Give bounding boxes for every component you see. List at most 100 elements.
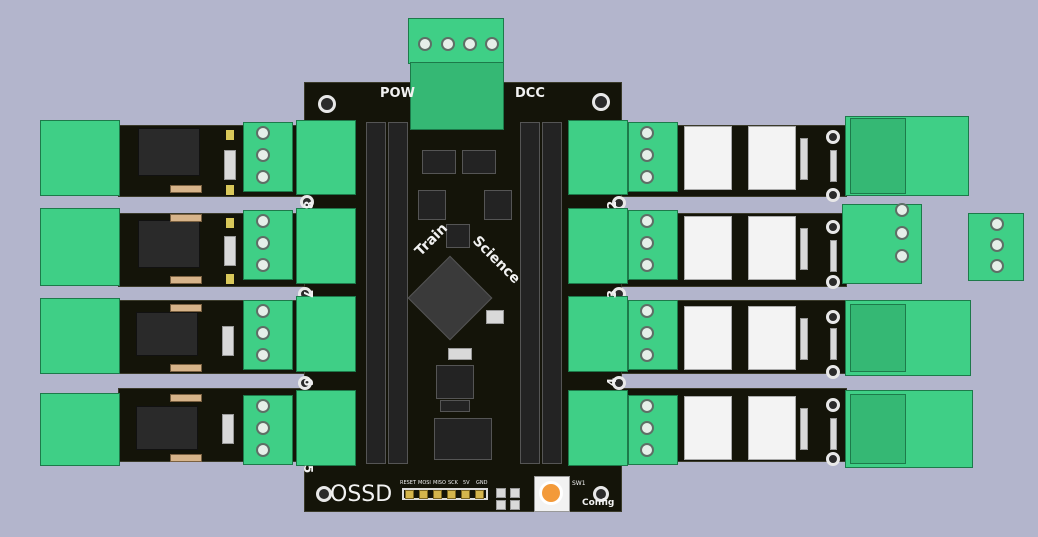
driver-ic	[520, 122, 540, 464]
pad	[226, 218, 234, 228]
sw-label: SW1	[572, 480, 586, 487]
screw-icon	[990, 259, 1004, 273]
screw-icon	[256, 421, 270, 435]
config-button[interactable]	[539, 481, 563, 505]
screw-icon	[640, 214, 654, 228]
left-connector-3	[40, 298, 120, 374]
config-label: Config	[582, 498, 615, 508]
header-pin	[419, 490, 428, 499]
right-connector-1-block	[850, 118, 906, 194]
channel-connector-right-2	[568, 208, 628, 284]
screw-icon	[256, 399, 270, 413]
resistor	[800, 228, 808, 270]
mounting-hole	[826, 310, 840, 324]
screw-icon	[463, 37, 477, 51]
screw-icon	[256, 214, 270, 228]
channel-connector-left-3	[296, 296, 356, 372]
channel-connector-right-4	[568, 390, 628, 466]
optocoupler	[684, 396, 732, 460]
resistor	[800, 318, 808, 360]
mounting-hole	[826, 188, 840, 202]
resistor	[170, 364, 202, 372]
led	[510, 500, 520, 510]
resistor	[170, 394, 202, 402]
mounting-hole	[826, 452, 840, 466]
mounting-hole	[826, 275, 840, 289]
screw-icon	[895, 203, 909, 217]
screw-icon	[485, 37, 499, 51]
resistor	[170, 304, 202, 312]
relay	[138, 220, 200, 268]
led	[496, 488, 506, 498]
voltage-regulator	[436, 365, 474, 399]
header-pin	[405, 490, 414, 499]
channel-label-4: 4	[605, 377, 620, 387]
resistor	[800, 138, 808, 180]
mounting-hole	[316, 486, 332, 502]
left-connector-2	[40, 208, 120, 286]
power-dcc-terminal-body	[410, 62, 504, 130]
screw-icon	[256, 258, 270, 272]
resistor	[830, 150, 837, 182]
resistor	[830, 418, 837, 450]
right-connector-2	[842, 204, 922, 284]
diode	[222, 326, 234, 356]
smd-component	[418, 190, 446, 220]
relay	[138, 128, 200, 176]
screw-icon	[640, 258, 654, 272]
mounting-hole	[592, 93, 610, 111]
led	[510, 488, 520, 498]
optocoupler	[748, 216, 796, 280]
header-label-sck: SCK	[448, 480, 458, 486]
mounting-hole	[318, 95, 336, 113]
channel-label-3: 3	[605, 289, 620, 299]
channel-label-6: 6	[301, 377, 316, 387]
pow-label: POW	[380, 86, 415, 101]
screw-icon	[895, 249, 909, 263]
voltage-regulator-tab	[440, 400, 470, 412]
screw-icon	[441, 37, 455, 51]
screw-icon	[640, 304, 654, 318]
channel-connector-left-2	[296, 208, 356, 284]
relay	[136, 406, 198, 450]
driver-ic	[388, 122, 408, 464]
smd-component	[422, 150, 456, 174]
board-name-label: OSSD	[330, 482, 393, 507]
channel-label-5: 5	[301, 464, 316, 474]
screw-icon	[640, 148, 654, 162]
optocoupler	[684, 126, 732, 190]
screw-icon	[640, 443, 654, 457]
channel-connector-left-1	[296, 120, 356, 195]
header-label-gnd: GND	[476, 480, 488, 486]
screw-icon	[640, 421, 654, 435]
led	[496, 500, 506, 510]
smd-component	[434, 418, 492, 460]
right-connector-3-block	[850, 304, 906, 372]
screw-icon	[256, 126, 270, 140]
screw-icon	[640, 236, 654, 250]
screw-icon	[256, 304, 270, 318]
channel-connector-right-1	[568, 120, 628, 195]
driver-ic	[366, 122, 386, 464]
resistor	[170, 214, 202, 222]
diode	[224, 236, 236, 266]
left-connector-4	[40, 393, 120, 466]
header-label-mosi: MOSI	[418, 480, 431, 486]
channel-connector-right-3	[568, 296, 628, 372]
screw-icon	[640, 170, 654, 184]
optocoupler	[748, 126, 796, 190]
mounting-hole	[593, 486, 609, 502]
resistor	[170, 454, 202, 462]
resistor	[170, 276, 202, 284]
mounting-hole	[826, 220, 840, 234]
mounting-hole	[300, 195, 314, 209]
right-connector-4-block	[850, 394, 906, 464]
channel-connector-left-4	[296, 390, 356, 466]
screw-icon	[256, 348, 270, 362]
left-connector-1	[40, 120, 120, 196]
mounting-hole	[826, 365, 840, 379]
smd-component	[446, 224, 470, 248]
mounting-hole	[826, 130, 840, 144]
diode	[224, 150, 236, 180]
pad	[226, 274, 234, 284]
